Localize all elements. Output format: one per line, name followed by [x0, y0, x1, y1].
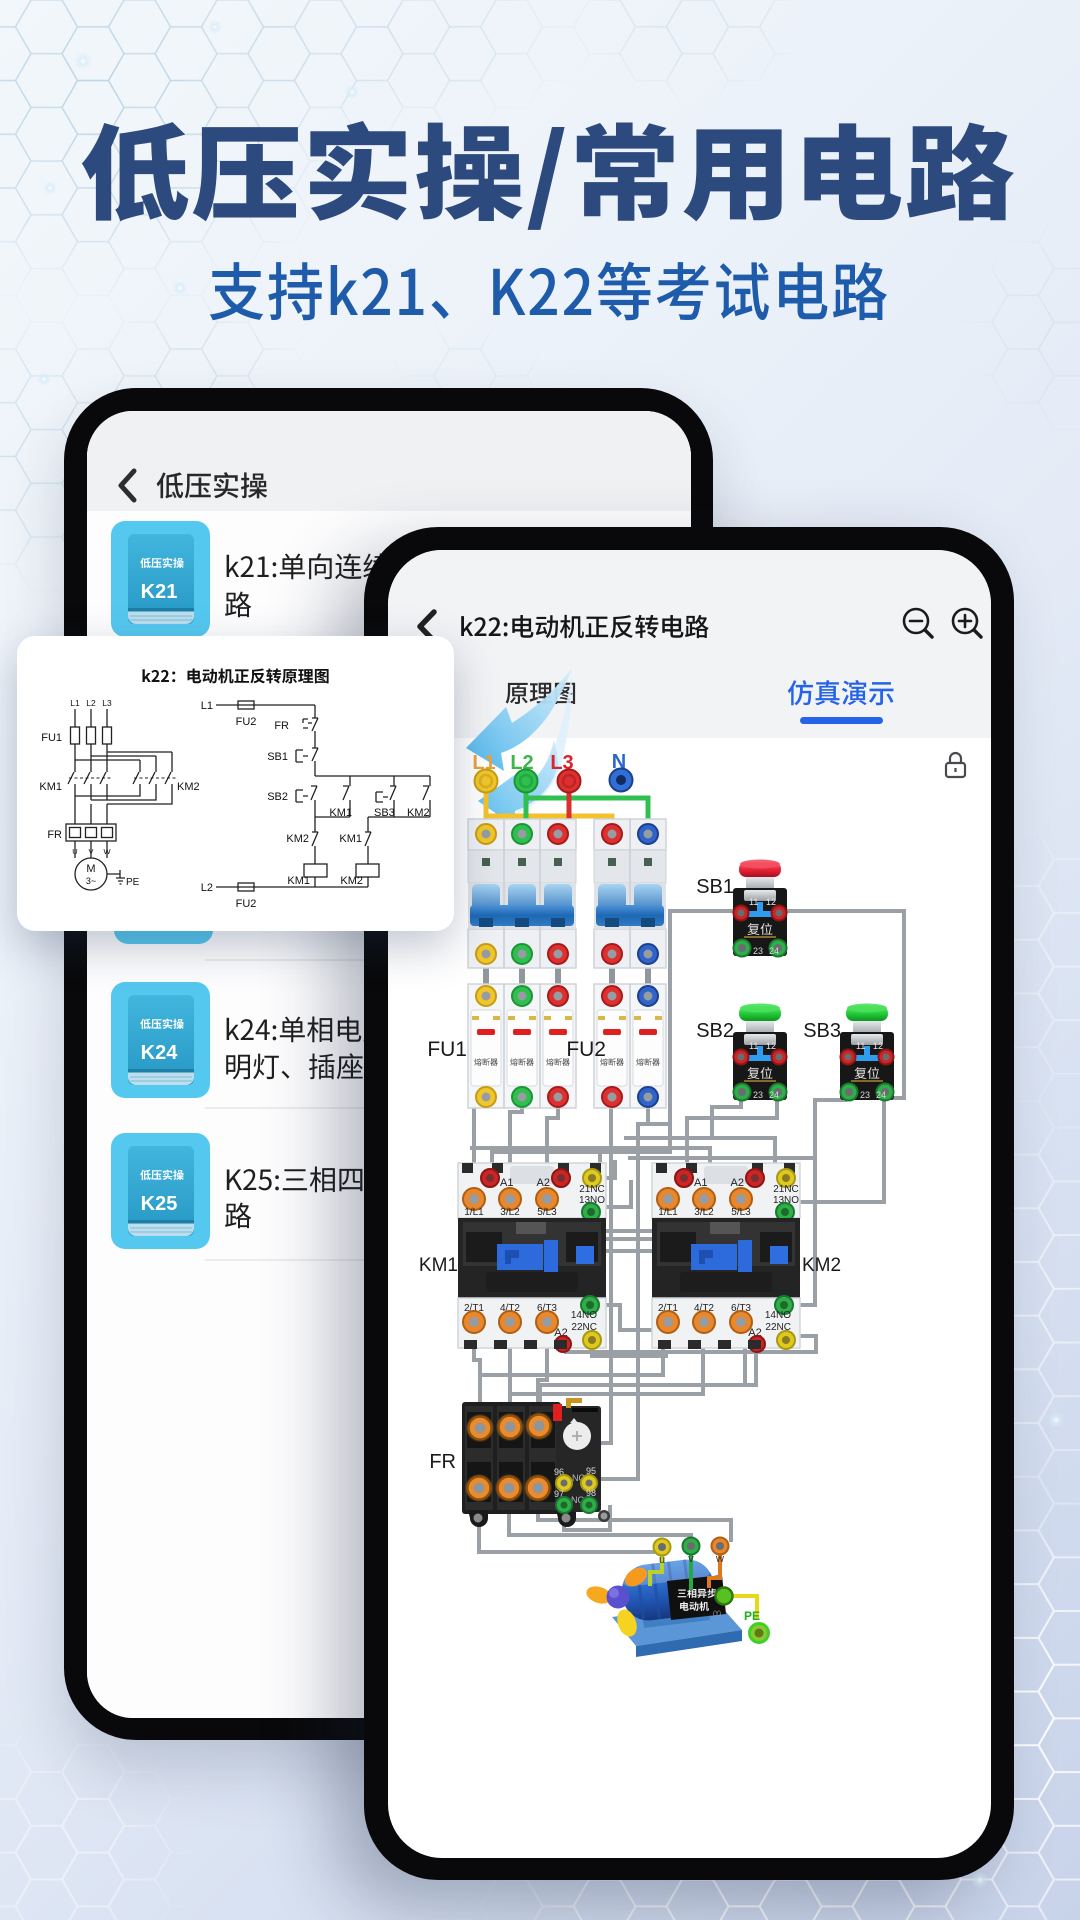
svg-text:11: 11 [749, 897, 758, 907]
svg-text:KM1: KM1 [329, 807, 352, 819]
svg-text:(Y): (Y) [713, 1611, 721, 1617]
svg-text:24: 24 [769, 946, 779, 956]
svg-text:KM2: KM2 [407, 807, 430, 819]
svg-text:u: u [659, 1554, 665, 1566]
svg-text:13NO: 13NO [773, 1195, 799, 1206]
svg-text:PE: PE [744, 1609, 760, 1623]
svg-text:97: 97 [554, 1489, 564, 1499]
svg-text:FU1: FU1 [427, 1038, 467, 1061]
svg-text:22NC: 22NC [765, 1322, 791, 1333]
svg-text:14NO: 14NO [765, 1310, 791, 1321]
svg-text:96: 96 [554, 1467, 564, 1477]
svg-text:L1: L1 [201, 700, 213, 712]
svg-text:SB2: SB2 [696, 1020, 734, 1042]
svg-text:2/T1: 2/T1 [658, 1303, 678, 1314]
svg-text:NC: NC [572, 1473, 585, 1483]
svg-text:SB1: SB1 [267, 751, 288, 763]
svg-text:24: 24 [769, 1090, 779, 1100]
svg-text:KM1: KM1 [39, 781, 62, 793]
svg-text:KM2: KM2 [286, 833, 309, 845]
svg-text:NO: NO [571, 1495, 585, 1505]
svg-text:K24: K24 [141, 1042, 179, 1064]
svg-text:12: 12 [766, 897, 776, 907]
svg-text:KM2: KM2 [802, 1255, 841, 1276]
svg-text:6/T3: 6/T3 [537, 1303, 557, 1314]
svg-text:PE: PE [126, 877, 140, 888]
svg-text:K25: K25 [141, 1193, 178, 1215]
svg-text:4/T2: 4/T2 [500, 1303, 520, 1314]
svg-text:24: 24 [876, 1090, 886, 1100]
svg-text:FU2: FU2 [236, 898, 257, 910]
svg-text:1/L1: 1/L1 [464, 1207, 484, 1218]
svg-text:L2: L2 [510, 752, 533, 774]
svg-text:L2: L2 [201, 882, 213, 894]
svg-text:2/T1: 2/T1 [464, 1303, 484, 1314]
svg-text:23: 23 [860, 1090, 870, 1100]
svg-text:KM1: KM1 [419, 1255, 458, 1276]
svg-text:FU1: FU1 [41, 732, 62, 744]
svg-text:12: 12 [766, 1041, 776, 1051]
svg-text:1/L1: 1/L1 [658, 1207, 678, 1218]
svg-text:11: 11 [856, 1041, 865, 1051]
svg-text:95: 95 [586, 1466, 596, 1476]
svg-text:FR: FR [274, 720, 289, 732]
svg-text:A2: A2 [537, 1177, 550, 1189]
svg-text:N: N [612, 751, 626, 773]
svg-text:L3: L3 [102, 698, 112, 708]
svg-text:3/L2: 3/L2 [694, 1207, 714, 1218]
svg-text:A1: A1 [694, 1177, 707, 1189]
svg-text:6/T3: 6/T3 [731, 1303, 751, 1314]
svg-text:M: M [86, 863, 95, 875]
svg-text:11: 11 [749, 1041, 758, 1051]
svg-text:21NC: 21NC [579, 1184, 605, 1195]
svg-text:L1: L1 [70, 698, 80, 708]
svg-text:SB3: SB3 [803, 1020, 841, 1042]
svg-text:13NO: 13NO [579, 1195, 605, 1206]
svg-text:A1: A1 [500, 1177, 513, 1189]
svg-text:FR: FR [429, 1451, 456, 1473]
svg-text:3~: 3~ [86, 876, 96, 886]
svg-text:A2: A2 [731, 1177, 744, 1189]
svg-text:KM1: KM1 [339, 833, 362, 845]
svg-text:SB1: SB1 [696, 876, 734, 898]
svg-text:98: 98 [586, 1488, 596, 1498]
svg-text:4/T2: 4/T2 [694, 1303, 714, 1314]
svg-text:L3: L3 [550, 752, 573, 774]
svg-text:L2: L2 [86, 698, 96, 708]
svg-text:L1: L1 [472, 752, 495, 774]
svg-text:v: v [688, 1553, 694, 1565]
svg-text:FR: FR [47, 829, 62, 841]
svg-text:KM1: KM1 [287, 875, 310, 887]
svg-text:5/L3: 5/L3 [731, 1207, 751, 1218]
svg-text:SB3: SB3 [374, 807, 395, 819]
svg-text:23: 23 [753, 1090, 763, 1100]
svg-text:23: 23 [753, 946, 763, 956]
svg-text:14NO: 14NO [571, 1310, 597, 1321]
svg-text:22NC: 22NC [571, 1322, 597, 1333]
svg-text:SB2: SB2 [267, 791, 288, 803]
svg-text:3/L2: 3/L2 [500, 1207, 520, 1218]
svg-text:FU2: FU2 [566, 1038, 606, 1061]
svg-text:FU2: FU2 [236, 716, 257, 728]
svg-text:KM2: KM2 [177, 781, 200, 793]
svg-text:5/L3: 5/L3 [537, 1207, 557, 1218]
svg-text:K21: K21 [141, 581, 178, 603]
svg-text:12: 12 [873, 1041, 883, 1051]
svg-text:KM2: KM2 [340, 875, 363, 887]
svg-text:w: w [715, 1553, 724, 1565]
svg-text:21NC: 21NC [773, 1184, 799, 1195]
